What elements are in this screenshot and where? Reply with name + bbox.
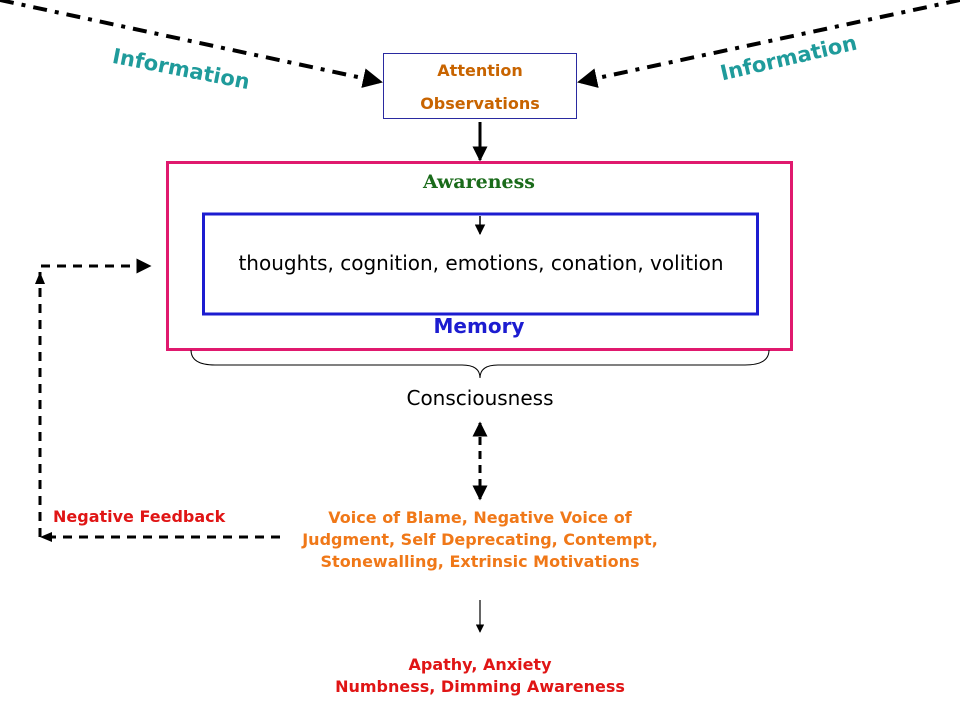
information-right-arrow: [577, 0, 960, 88]
outcome-line-2: Numbness, Dimming Awareness: [335, 677, 625, 696]
voice-label: Voice of Blame, Negative Voice of Judgme…: [270, 507, 690, 573]
outcome-line-1: Apathy, Anxiety: [408, 655, 552, 674]
feedback-arrowhead-up: [35, 272, 45, 284]
thoughts-label: thoughts, cognition, emotions, conation,…: [238, 251, 724, 275]
attention-box: [383, 53, 577, 119]
outcome-label: Apathy, Anxiety Numbness, Dimming Awaren…: [280, 654, 680, 698]
negative-feedback-label: Negative Feedback: [53, 507, 226, 526]
attention-label: Attention: [437, 61, 523, 80]
information-left-arrow: [0, 0, 383, 88]
consciousness-brace: [190, 349, 770, 379]
memory-label: Memory: [433, 314, 525, 338]
negative-feedback-loop: [38, 258, 280, 539]
observations-label: Observations: [420, 94, 540, 113]
voice-line-2: Judgment, Self Deprecating, Contempt,: [302, 530, 658, 549]
voice-line-3: Stonewalling, Extrinsic Motivations: [320, 552, 640, 571]
thoughts-box: [202, 212, 759, 316]
consciousness-label: Consciousness: [406, 386, 554, 410]
voice-line-1: Voice of Blame, Negative Voice of: [328, 508, 632, 527]
awareness-memory-box: [166, 161, 793, 351]
awareness-label: Awareness: [422, 171, 536, 193]
feedback-arrowhead-left: [40, 532, 52, 542]
